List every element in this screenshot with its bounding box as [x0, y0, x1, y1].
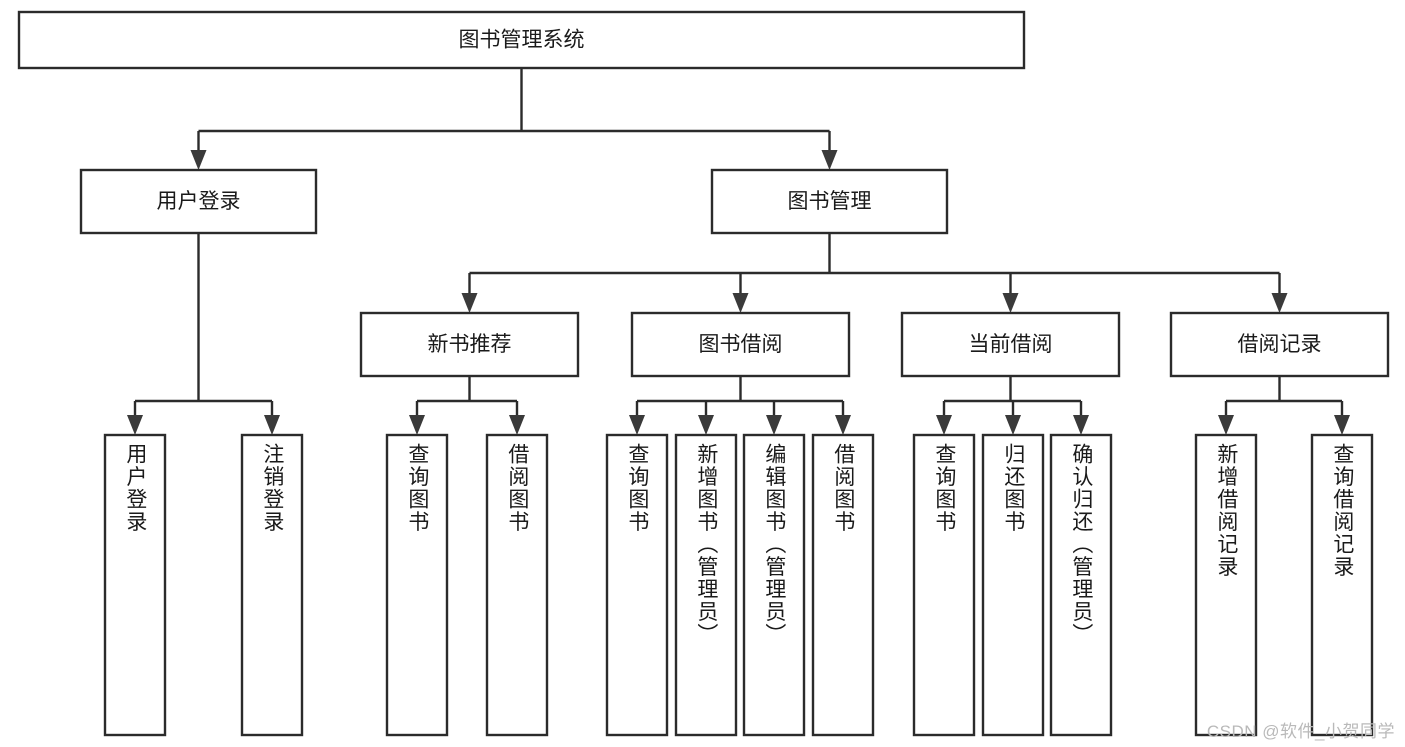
arrow-head-icon-user-login: [190, 150, 207, 170]
arrow-head-icon-borrow-query-book: [629, 415, 645, 435]
node-label-user-login: 用户登录: [157, 190, 241, 213]
arrow-head-icon-borrow-edit-book-admin: [766, 415, 782, 435]
watermark: CSDN @软件_小贺同学: [1206, 722, 1395, 741]
arrow-head-icon-record-add-borrow-record: [1218, 415, 1234, 435]
arrow-head-icon-borrow-borrow-book: [835, 415, 851, 435]
node-box-current-borrow[interactable]: [900, 311, 1121, 378]
arrow-head-icon-book-management: [821, 150, 838, 170]
node-box-borrow-borrow-book[interactable]: [811, 433, 875, 737]
arrow-head-icon-user-logout-leaf: [264, 415, 280, 435]
arrow-head-icon-recommend-borrow-book: [509, 415, 525, 435]
node-box-current-return-book[interactable]: [981, 433, 1045, 737]
node-label-book-management: 图书管理: [788, 190, 872, 213]
arrow-head-icon-recommend-query-book: [409, 415, 425, 435]
node-box-borrow-query-book[interactable]: [605, 433, 669, 737]
node-box-user-logout-leaf[interactable]: [240, 433, 304, 737]
connectors-layer: [127, 68, 1350, 435]
node-box-book-management[interactable]: [710, 168, 949, 235]
boxes-layer: [17, 10, 1390, 737]
node-label-new-book-recommend: 新书推荐: [428, 333, 512, 356]
node-box-borrow-record[interactable]: [1169, 311, 1390, 378]
arrow-head-icon-record-query-borrow-record: [1334, 415, 1350, 435]
arrow-head-icon-current-confirm-return-admin: [1073, 415, 1089, 435]
node-box-book-borrow[interactable]: [630, 311, 851, 378]
arrow-head-icon-user-login-leaf: [127, 415, 143, 435]
arrow-head-icon-current-borrow: [1002, 293, 1019, 313]
node-box-new-book-recommend[interactable]: [359, 311, 580, 378]
node-label-book-borrow: 图书借阅: [699, 333, 783, 356]
node-box-record-query-borrow-record[interactable]: [1310, 433, 1374, 737]
arrow-head-icon-book-borrow: [732, 293, 749, 313]
node-box-recommend-borrow-book[interactable]: [485, 433, 549, 737]
node-box-borrow-add-book-admin[interactable]: [674, 433, 738, 737]
node-label-root: 图书管理系统: [459, 29, 585, 52]
node-box-record-add-borrow-record[interactable]: [1194, 433, 1258, 737]
node-label-borrow-record: 借阅记录: [1238, 333, 1322, 356]
node-box-root[interactable]: [17, 10, 1026, 70]
arrow-head-icon-new-book-recommend: [461, 293, 478, 313]
arrow-head-icon-borrow-record: [1271, 293, 1288, 313]
node-box-current-confirm-return-admin[interactable]: [1049, 433, 1113, 737]
node-box-borrow-edit-book-admin[interactable]: [742, 433, 806, 737]
arrow-head-icon-borrow-add-book-admin: [698, 415, 714, 435]
arrow-head-icon-current-query-book: [936, 415, 952, 435]
node-label-current-borrow: 当前借阅: [969, 333, 1053, 356]
node-box-current-query-book[interactable]: [912, 433, 976, 737]
arrow-head-icon-current-return-book: [1005, 415, 1021, 435]
node-box-recommend-query-book[interactable]: [385, 433, 449, 737]
node-box-user-login[interactable]: [79, 168, 318, 235]
node-box-user-login-leaf[interactable]: [103, 433, 167, 737]
